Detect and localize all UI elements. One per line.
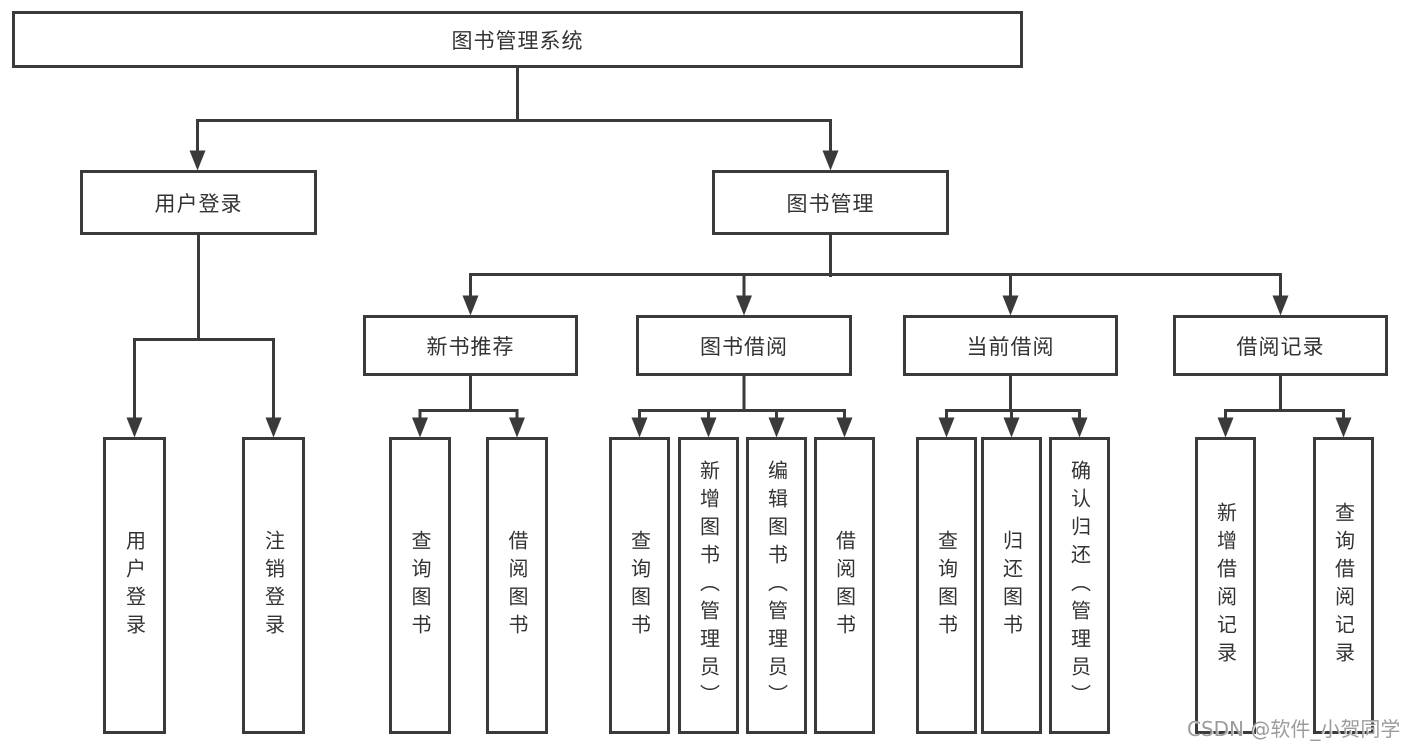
node-root-label: 图书管理系统	[451, 28, 584, 53]
arrowhead-icon	[1003, 417, 1020, 438]
node-borrow-records-label: 借阅记录	[1236, 334, 1325, 359]
connector-group-records-splitter	[1224, 409, 1345, 419]
leaf-query-books-current-label: 查询图书	[934, 529, 959, 642]
connector-group-borrow-splitter	[638, 409, 846, 419]
arrowhead-icon	[126, 417, 143, 438]
connector-group-recommend-splitter	[418, 409, 519, 419]
arrowhead-icon	[189, 150, 206, 171]
leaf-confirm-return-admin: 确认归还（管理员）	[1049, 437, 1110, 734]
arrowhead-icon	[836, 417, 853, 438]
leaf-user-login-label: 用户登录	[122, 529, 147, 642]
node-root: 图书管理系统	[12, 11, 1023, 68]
arrowhead-icon	[462, 295, 479, 316]
leaf-query-books-borrow-label: 查询图书	[627, 529, 652, 642]
arrowhead-icon	[736, 295, 752, 316]
leaf-user-login: 用户登录	[103, 437, 166, 734]
leaf-query-books-borrow: 查询图书	[609, 437, 670, 734]
watermark: CSDN @软件_小贺同学	[1187, 717, 1401, 741]
leaf-borrow-books-recommend: 借阅图书	[486, 437, 548, 734]
arrowhead-icon	[822, 150, 839, 171]
leaf-edit-books-admin-label: 编辑图书（管理员）	[764, 459, 789, 712]
leaf-borrow-books-recommend-label: 借阅图书	[505, 529, 529, 642]
node-book-management-label: 图书管理	[786, 191, 875, 216]
node-user-login: 用户登录	[80, 170, 317, 235]
leaf-logout-login-label: 注销登录	[261, 529, 286, 642]
arrowhead-icon	[700, 417, 717, 438]
leaf-add-borrow-record: 新增借阅记录	[1195, 437, 1256, 734]
leaf-query-books-current: 查询图书	[916, 437, 977, 734]
arrowhead-icon	[412, 417, 428, 438]
leaf-add-books-admin-label: 新增图书（管理员）	[696, 459, 721, 712]
leaf-logout-login: 注销登录	[242, 437, 305, 734]
leaf-confirm-return-admin-label: 确认归还（管理员）	[1067, 459, 1092, 712]
leaf-query-borrow-record: 查询借阅记录	[1313, 437, 1374, 734]
arrowhead-icon	[1071, 417, 1088, 438]
node-borrow-records: 借阅记录	[1173, 315, 1388, 376]
node-book-borrow: 图书借阅	[636, 315, 852, 376]
leaf-return-books: 归还图书	[981, 437, 1042, 734]
arrowhead-icon	[938, 417, 955, 438]
leaf-add-borrow-record-label: 新增借阅记录	[1213, 501, 1238, 670]
node-new-book-recommend: 新书推荐	[363, 315, 578, 376]
leaf-query-borrow-record-label: 查询借阅记录	[1331, 501, 1356, 670]
connector-user-login-splitter	[133, 338, 275, 419]
node-new-book-recommend-label: 新书推荐	[426, 334, 515, 359]
arrowhead-icon	[1217, 417, 1234, 438]
leaf-return-books-label: 归还图书	[999, 529, 1024, 642]
leaf-query-books-recommend-label: 查询图书	[408, 529, 432, 642]
arrowhead-icon	[1272, 295, 1289, 316]
node-book-borrow-label: 图书借阅	[700, 334, 788, 359]
arrowhead-icon	[768, 417, 785, 438]
arrowhead-icon	[631, 417, 648, 438]
arrowhead-icon	[1335, 417, 1352, 438]
connector-level2-splitter	[196, 119, 832, 152]
leaf-add-books-admin: 新增图书（管理员）	[678, 437, 739, 734]
leaf-borrow-books: 借阅图书	[814, 437, 875, 734]
node-current-borrow: 当前借阅	[903, 315, 1118, 376]
leaf-edit-books-admin: 编辑图书（管理员）	[746, 437, 807, 734]
leaf-query-books-recommend: 查询图书	[389, 437, 451, 734]
arrowhead-icon	[265, 417, 282, 438]
node-current-borrow-label: 当前借阅	[966, 334, 1055, 359]
node-user-login-label: 用户登录	[154, 191, 243, 216]
arrowhead-icon	[509, 417, 525, 438]
connector-level3-splitter	[469, 273, 1282, 297]
leaf-borrow-books-label: 借阅图书	[832, 529, 857, 642]
arrowhead-icon	[1002, 295, 1019, 316]
node-book-management: 图书管理	[712, 170, 949, 235]
